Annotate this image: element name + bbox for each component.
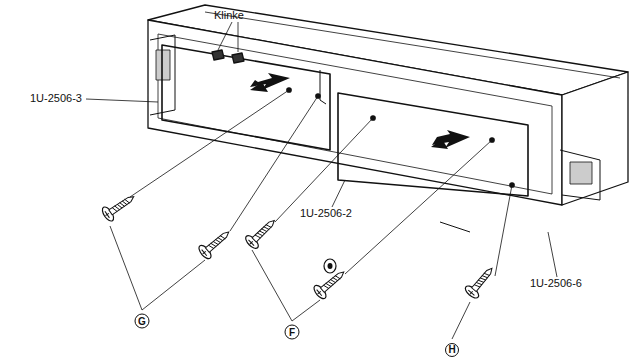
callout-letter: F	[285, 326, 299, 339]
part-number: 1U-2506-3	[30, 92, 82, 105]
part-number: 1U-2506-6	[530, 277, 582, 290]
part-number: 1U-2506-2	[300, 207, 352, 220]
part-name: Klinke	[214, 9, 244, 22]
callout-letter: H	[445, 343, 459, 356]
callout-letter: G	[135, 315, 149, 328]
